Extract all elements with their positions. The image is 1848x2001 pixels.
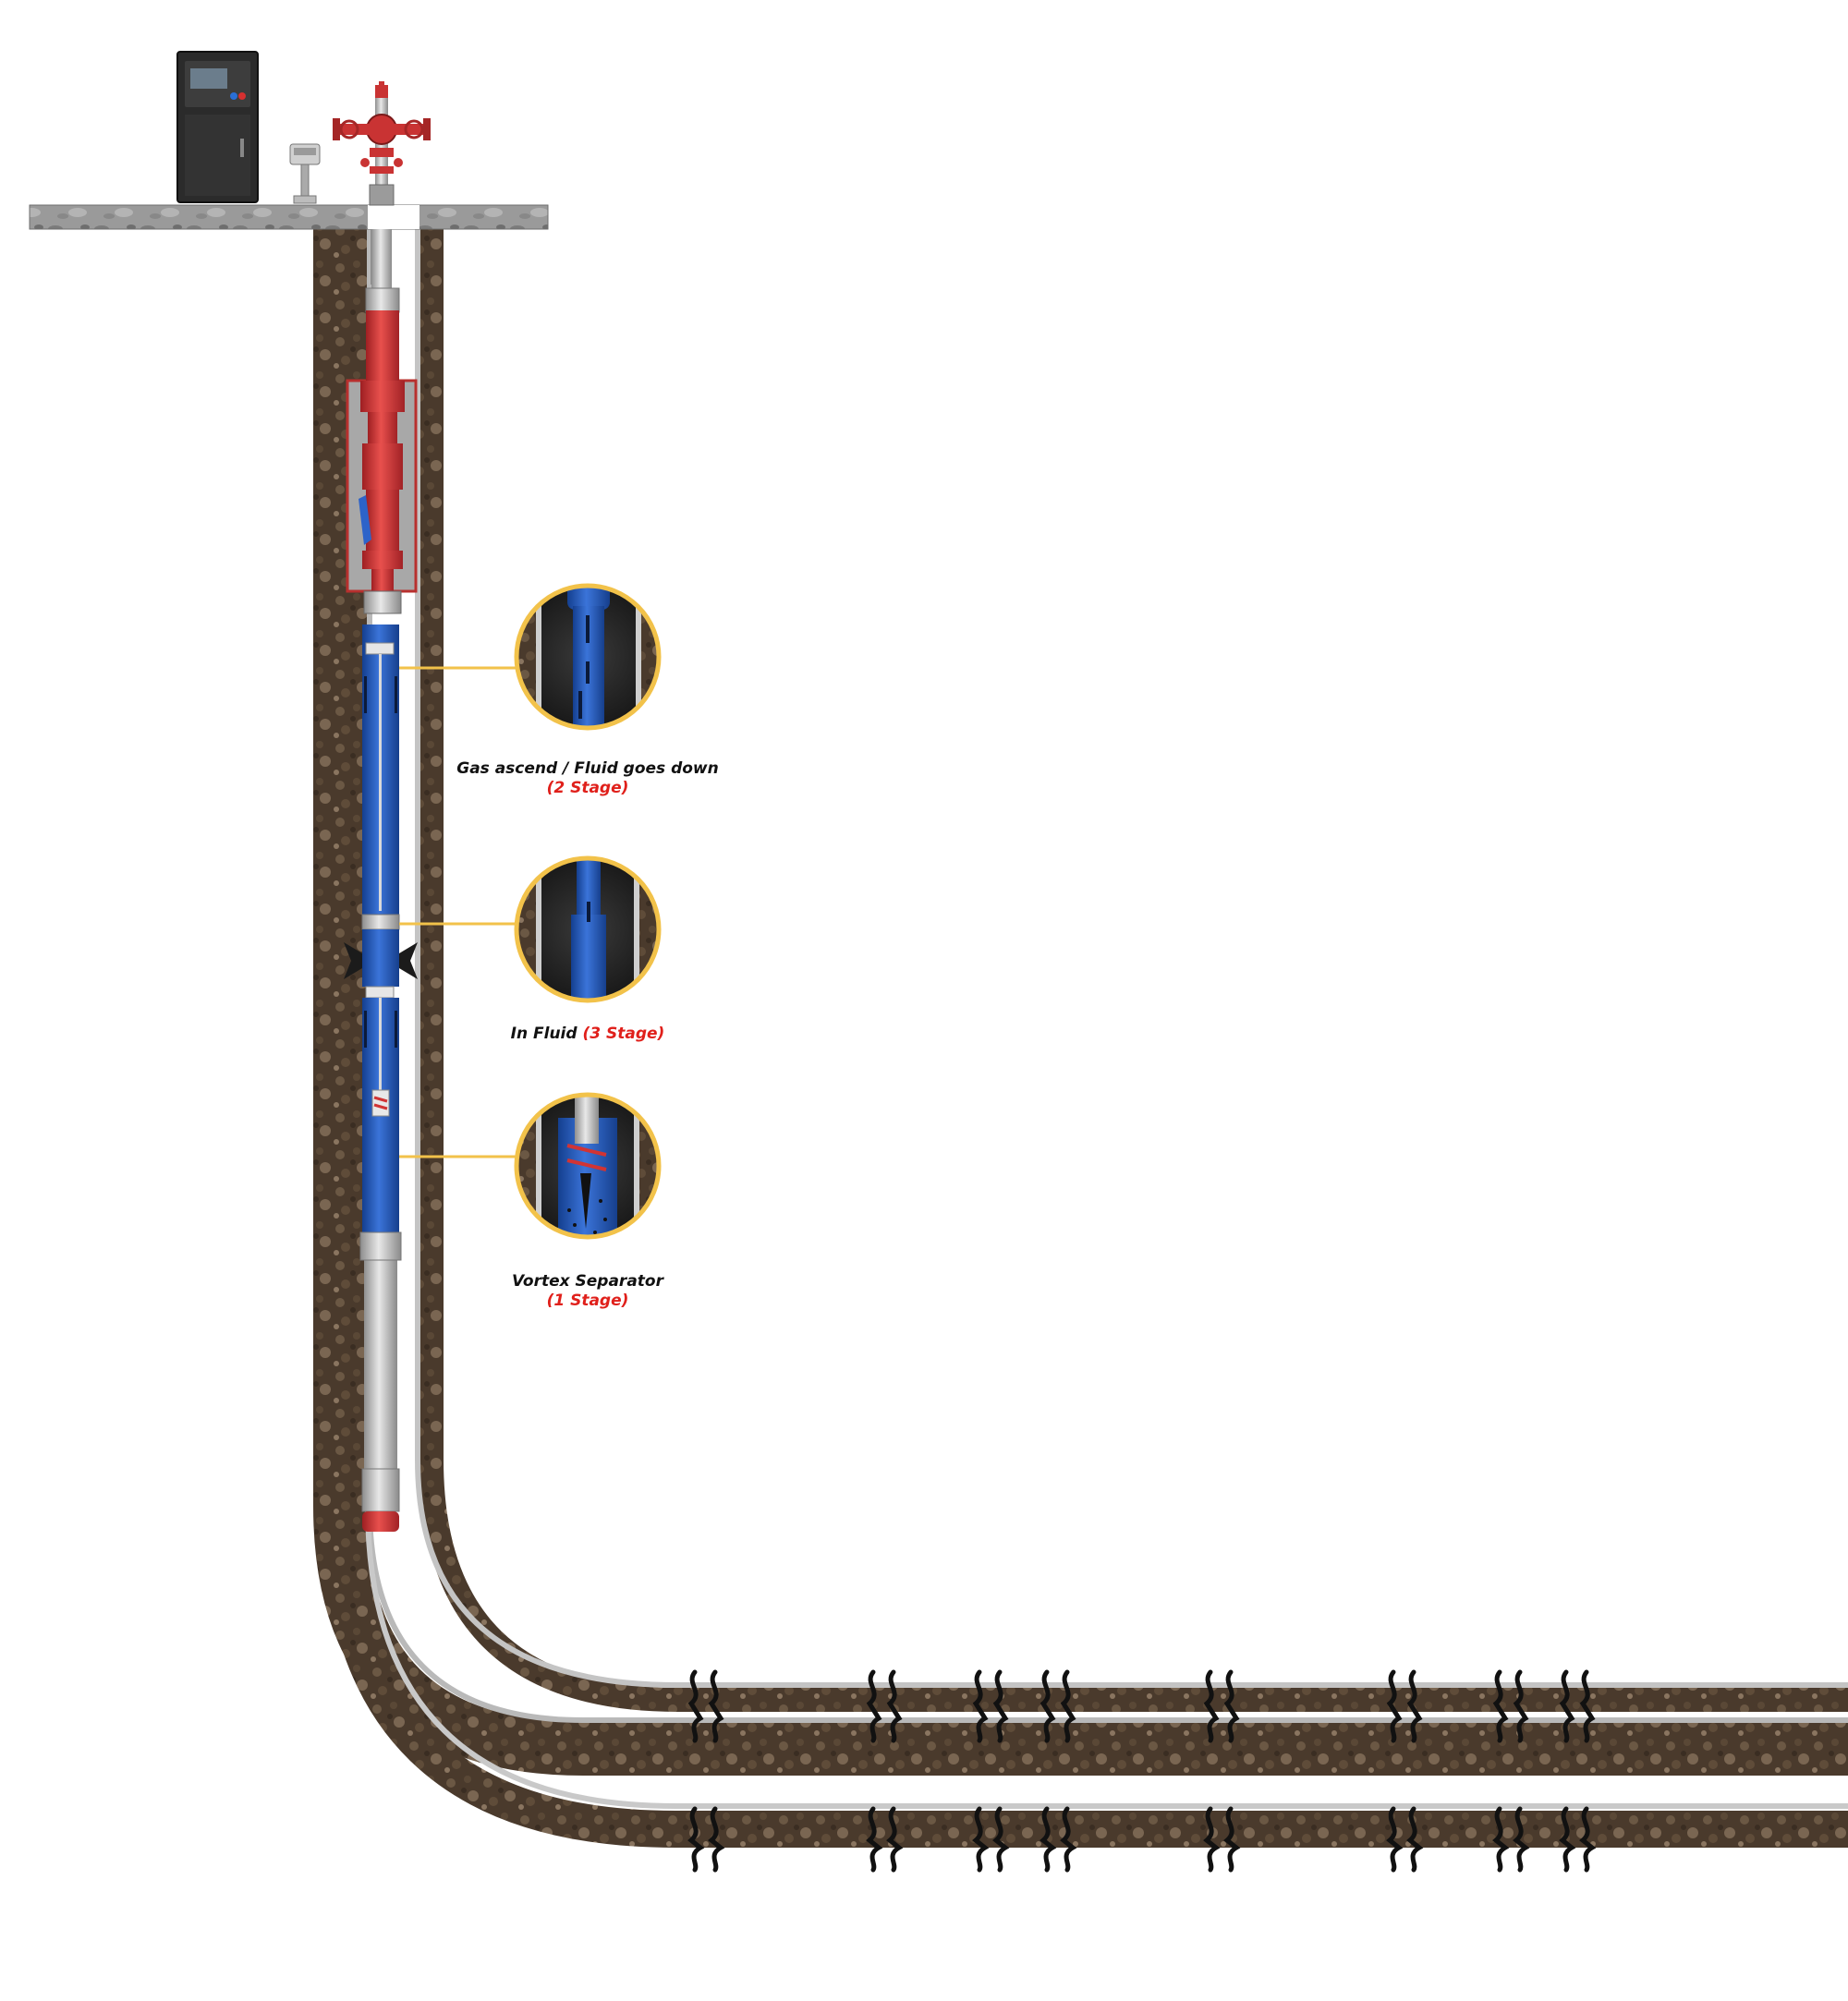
fracture-lower-a-1 — [687, 1806, 705, 1873]
fracture-group — [687, 1669, 1597, 1873]
fracture-upper-b-6 — [1406, 1669, 1423, 1743]
fracture-upper-b-2 — [886, 1669, 903, 1743]
callout-title-vortex: Vortex Separator — [512, 1272, 663, 1291]
tool-string — [344, 229, 418, 1532]
upper-tubing — [371, 229, 392, 294]
fracture-upper-a-8 — [1559, 1669, 1575, 1743]
fracture-upper-b-1 — [708, 1669, 724, 1743]
lower-lateral-casing — [365, 1505, 1848, 1809]
fracture-upper-a-7 — [1492, 1669, 1509, 1743]
callout-magnifier-vortex — [514, 1092, 662, 1240]
fracture-lower-a-8 — [1559, 1806, 1576, 1873]
fracture-upper-a-3 — [972, 1669, 989, 1743]
fracture-lower-a-3 — [972, 1806, 990, 1873]
fracture-upper-a-2 — [866, 1669, 882, 1743]
fracture-lower-b-2 — [886, 1806, 904, 1873]
fracture-lower-b-6 — [1406, 1806, 1424, 1873]
pump-barrel — [366, 310, 399, 381]
callout-stage-in-fluid: (3 Stage) — [582, 1025, 665, 1043]
fracture-lower-b-1 — [708, 1806, 725, 1873]
fracture-lower-b-4 — [1060, 1806, 1077, 1873]
pump-valve-icon — [359, 495, 371, 545]
fracture-lower-b-5 — [1223, 1806, 1241, 1873]
callout-magnifier-gas-ascend — [514, 583, 662, 731]
fracture-upper-b-5 — [1223, 1669, 1240, 1743]
callout-stage-vortex: (1 Stage) — [546, 1292, 629, 1310]
callout-title-gas-ascend: Gas ascend / Fluid goes down — [456, 759, 719, 778]
fracture-upper-a-1 — [687, 1669, 704, 1743]
fracture-upper-a-4 — [1040, 1669, 1056, 1743]
fracture-lower-a-5 — [1203, 1806, 1221, 1873]
fracture-lower-a-2 — [866, 1806, 883, 1873]
fracture-lower-a-6 — [1386, 1806, 1404, 1873]
well-opening — [368, 205, 419, 229]
packer-cup-left — [344, 942, 362, 979]
fracture-upper-b-7 — [1513, 1669, 1529, 1743]
fracture-upper-b-3 — [992, 1669, 1009, 1743]
fracture-lower-a-7 — [1492, 1806, 1510, 1873]
lower-lateral-rock — [322, 1505, 1848, 1848]
callout-label-vortex: Vortex Separator (1 Stage) — [421, 1272, 754, 1311]
callout-stage-gas-ascend: (2 Stage) — [546, 779, 629, 797]
packer-cup-right — [399, 942, 418, 979]
callout-label-in-fluid: In Fluid (3 Stage) — [421, 1025, 754, 1044]
callout-title-in-fluid: In Fluid — [510, 1025, 583, 1043]
fracture-lower-b-8 — [1579, 1806, 1597, 1873]
wellbore — [313, 225, 1848, 1848]
bull-plug — [362, 1511, 399, 1532]
fracture-lower-a-4 — [1040, 1806, 1057, 1873]
fracture-upper-a-5 — [1203, 1669, 1220, 1743]
control-cabinet-icon — [176, 51, 259, 203]
inner-casing-wall — [415, 225, 1848, 1688]
gas-separator-middle — [362, 929, 399, 987]
fracture-lower-b-3 — [992, 1806, 1010, 1873]
tail-pipe — [364, 1232, 397, 1510]
ground-surface — [29, 204, 549, 230]
callout-label-gas-ascend: Gas ascend / Fluid goes down (2 Stage) — [421, 759, 754, 798]
fracture-upper-b-8 — [1579, 1669, 1596, 1743]
fracture-upper-b-4 — [1060, 1669, 1076, 1743]
christmas-tree-valve-icon — [333, 81, 431, 206]
pressure-gauge-icon — [289, 143, 321, 204]
fracture-upper-a-6 — [1386, 1669, 1403, 1743]
fracture-lower-b-7 — [1513, 1806, 1530, 1873]
callout-magnifier-in-fluid — [514, 855, 662, 1003]
